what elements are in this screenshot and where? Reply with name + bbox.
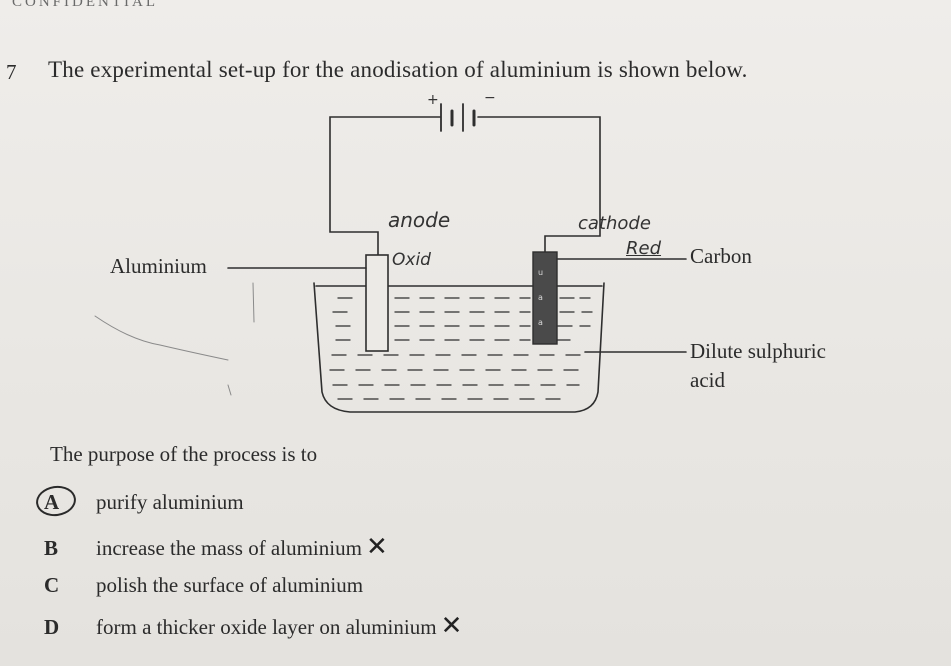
option-b-text: increase the mass of aluminium — [96, 536, 362, 560]
svg-text:u: u — [538, 268, 543, 277]
cross-mark-icon: ✕ — [365, 532, 388, 562]
aluminium-label: Aluminium — [110, 254, 207, 278]
red-annotation: Red — [626, 238, 662, 259]
electrolyte-label-line2: acid — [690, 368, 725, 392]
option-d-text: form a thicker oxide layer on aluminium — [96, 615, 437, 639]
svg-text:a: a — [538, 293, 543, 302]
option-a-letter: A — [44, 490, 96, 515]
pencil-scribbles — [94, 282, 255, 396]
electrolyte-dashes — [329, 297, 593, 400]
battery-minus-sign: − — [484, 90, 496, 106]
carbon-label: Carbon — [690, 244, 752, 268]
option-a[interactable]: A purify aluminium — [44, 490, 244, 515]
circuit-wire-right — [477, 116, 601, 253]
oxid-annotation: Oxid — [392, 250, 431, 270]
confidential-header: CONFIDENTIAL — [12, 0, 158, 10]
carbon-cathode — [532, 251, 558, 345]
electrolyte-label-line1: Dilute sulphuric — [690, 339, 826, 363]
battery-icon — [440, 103, 476, 132]
cathode-annotation: cathode — [578, 213, 651, 234]
option-c[interactable]: C polish the surface of aluminium — [44, 573, 363, 598]
option-b-letter: B — [44, 536, 59, 560]
option-c-letter: C — [44, 573, 60, 597]
option-d[interactable]: D form a thicker oxide layer on aluminiu… — [44, 613, 462, 640]
question-text: The experimental set-up for the anodisat… — [48, 57, 748, 82]
beaker-outline — [313, 282, 605, 413]
aluminium-anode — [365, 254, 389, 352]
option-a-text: purify aluminium — [96, 490, 244, 514]
purpose-prompt: The purpose of the process is to — [50, 442, 318, 466]
circuit-wire-left — [329, 116, 441, 256]
battery-plus-sign: + — [427, 92, 439, 108]
option-b[interactable]: B increase the mass of aluminium ✕ — [44, 534, 388, 561]
svg-text:a: a — [538, 318, 543, 327]
option-d-letter: D — [44, 615, 60, 639]
anode-annotation: anode — [388, 208, 451, 232]
cross-mark-icon: ✕ — [440, 611, 463, 641]
option-c-text: polish the surface of aluminium — [96, 573, 364, 597]
question-number: 7 — [6, 60, 17, 84]
